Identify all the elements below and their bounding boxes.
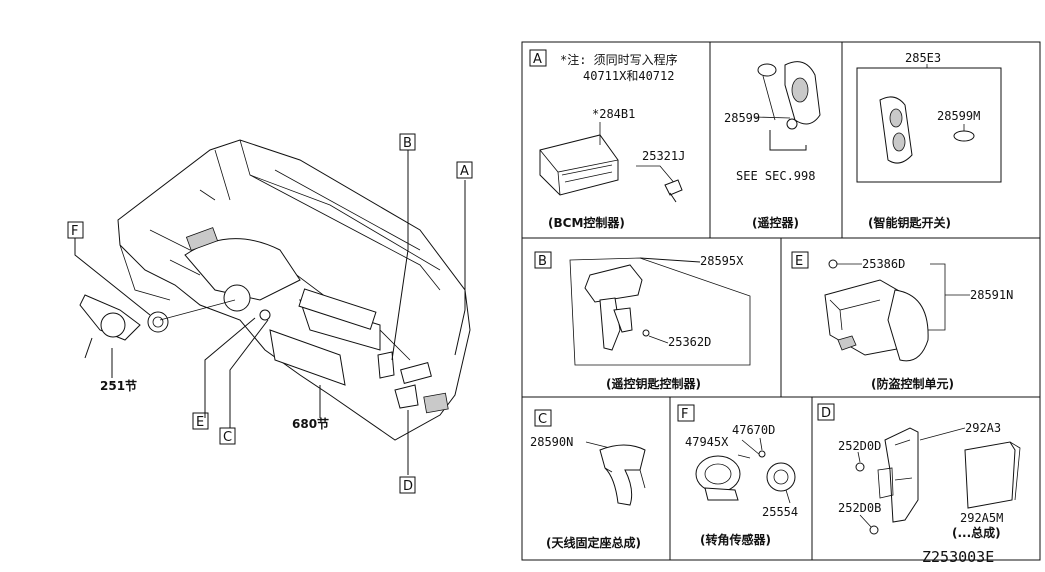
callout-f-box bbox=[67, 221, 84, 239]
callout-b: B bbox=[403, 136, 412, 151]
part-292a5m-note: (...总成) bbox=[952, 525, 1001, 540]
part-28599m: 28599M bbox=[937, 109, 980, 123]
part-28599: 28599 bbox=[724, 111, 760, 125]
panel-c-letter: C bbox=[538, 412, 547, 427]
part-47945x: 47945X bbox=[685, 435, 729, 449]
caption-bcm: (BCM控制器) bbox=[548, 215, 625, 230]
panel-c: C 28590N (天线固定座总成) bbox=[530, 409, 646, 550]
panel-grid bbox=[521, 41, 1041, 561]
caption-smart-key: (智能钥匙开关) bbox=[868, 215, 951, 230]
panel-d: D 292A3 252D0D 252D0B 292A5M (...总成) bbox=[817, 403, 1021, 540]
part-25362d: 25362D bbox=[668, 335, 711, 349]
part-25554: 25554 bbox=[762, 505, 798, 519]
callout-f: F bbox=[71, 224, 78, 239]
panel-a: A *注: 须同时写入程序 40711X和40712 *284B1 25321J… bbox=[529, 49, 1002, 230]
part-252d0d: 252D0D bbox=[838, 439, 881, 453]
part-25386d: 25386D bbox=[862, 257, 905, 271]
part-28595x: 28595X bbox=[700, 254, 744, 268]
part-284b1: *284B1 bbox=[592, 107, 635, 121]
panel-f-letter: F bbox=[681, 407, 688, 422]
part-252d0b: 252D0B bbox=[838, 501, 881, 515]
callout-d: D bbox=[403, 479, 413, 494]
caption-immobiliser: (防盗控制单元) bbox=[871, 376, 954, 391]
part-25321j: 25321J bbox=[642, 149, 685, 163]
part-292a5m: 292A5M bbox=[960, 511, 1003, 525]
see-sec-998: SEE SEC.998 bbox=[736, 169, 815, 183]
panel-d-letter: D bbox=[821, 406, 831, 421]
callout-c: C bbox=[223, 430, 232, 445]
panel-e-letter: E bbox=[795, 254, 803, 269]
callout-d-box bbox=[399, 476, 416, 494]
label-680: 680节 bbox=[292, 416, 329, 431]
part-28590n: 28590N bbox=[530, 435, 573, 449]
caption-keyless: (遥控钥匙控制器) bbox=[606, 376, 701, 391]
panel-b-letter: B bbox=[538, 254, 547, 269]
panel-f: F 47670D 47945X 25554 (转角传感器) bbox=[677, 404, 798, 547]
panel-e: E 25386D 28591N (防盗控制单元) bbox=[791, 251, 1013, 391]
caption-angle-sensor: (转角传感器) bbox=[700, 532, 771, 547]
callout-a-box bbox=[456, 161, 473, 179]
caption-antenna: (天线固定座总成) bbox=[546, 535, 641, 550]
diagram-id: Z253003E bbox=[922, 548, 994, 566]
panel-a-note-2: 40711X和40712 bbox=[583, 69, 674, 83]
panel-a-note-1: *注: 须同时写入程序 bbox=[560, 52, 678, 67]
callout-a: A bbox=[460, 164, 469, 179]
callout-e: E bbox=[196, 415, 204, 430]
callout-e-box bbox=[192, 412, 209, 430]
panel-a-letter: A bbox=[533, 52, 542, 67]
part-285e3: 285E3 bbox=[905, 51, 941, 65]
part-28591n: 28591N bbox=[970, 288, 1013, 302]
part-47670d: 47670D bbox=[732, 423, 775, 437]
callout-b-box bbox=[399, 133, 416, 151]
callout-c-box bbox=[219, 427, 236, 445]
caption-remote: (遥控器) bbox=[752, 215, 799, 230]
part-292a3: 292A3 bbox=[965, 421, 1001, 435]
dashboard-overview bbox=[74, 139, 471, 475]
panel-b: B 28595X 25362D (遥控钥匙控制器) bbox=[534, 251, 751, 391]
label-251: 251节 bbox=[100, 378, 137, 393]
